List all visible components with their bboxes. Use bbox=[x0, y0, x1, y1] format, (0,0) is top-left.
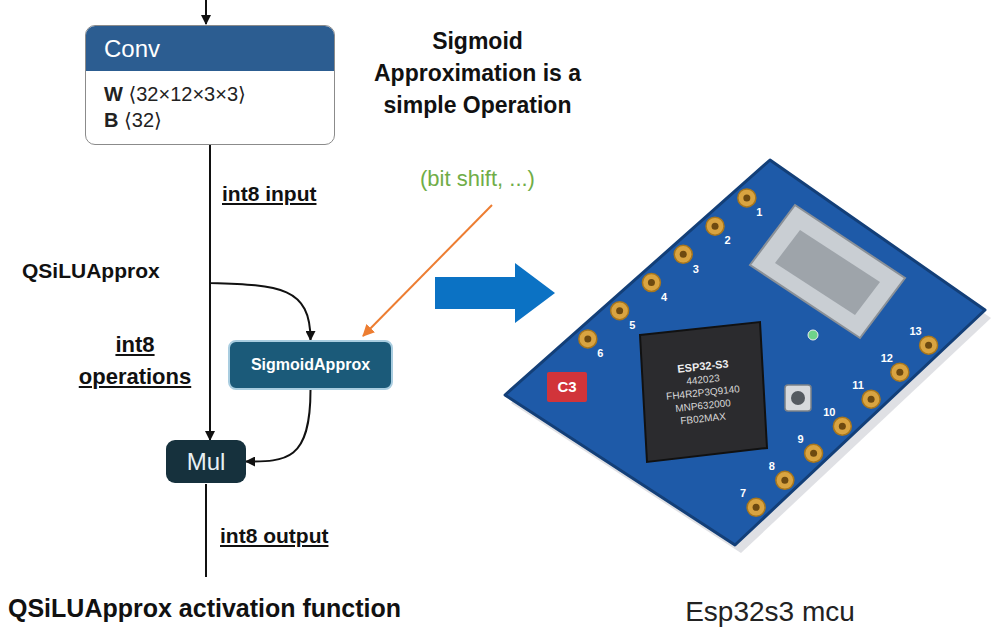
pin-hole bbox=[648, 279, 655, 286]
callout-leader bbox=[363, 205, 492, 336]
connector bbox=[210, 145, 311, 340]
led bbox=[808, 330, 818, 340]
block-arrow bbox=[435, 263, 555, 323]
pin-number: 5 bbox=[621, 318, 643, 332]
pin-number: 4 bbox=[653, 290, 675, 304]
pin-pad bbox=[920, 336, 938, 354]
edge-label: int8 input bbox=[222, 182, 316, 206]
mcu-chip bbox=[640, 322, 767, 462]
usb-opening bbox=[775, 230, 880, 315]
pin-hole bbox=[781, 477, 788, 484]
pin-number: 8 bbox=[761, 459, 783, 473]
board-pcb bbox=[505, 160, 985, 545]
caption: QSiLUApprox activation function bbox=[8, 594, 401, 623]
pin-hole bbox=[680, 251, 687, 258]
pin-pad bbox=[611, 302, 629, 320]
pin-number: 10 bbox=[818, 405, 840, 419]
pin-hole bbox=[839, 423, 846, 430]
button bbox=[785, 385, 811, 411]
pin-pad bbox=[833, 417, 851, 435]
pin-pad bbox=[747, 498, 765, 516]
pin-number: 7 bbox=[732, 486, 754, 500]
signal-label: int8 output bbox=[220, 524, 328, 548]
pin-pad bbox=[642, 274, 660, 292]
conv-title: Conv bbox=[86, 26, 334, 71]
pin-hole bbox=[616, 307, 623, 314]
group-title: QSiLUApprox bbox=[22, 259, 160, 283]
connector bbox=[246, 390, 311, 462]
pin-number: 2 bbox=[717, 233, 739, 247]
usb-connector bbox=[750, 205, 905, 338]
callout-note: (bit shift, ...) bbox=[362, 166, 593, 192]
mul-node: Mul bbox=[166, 440, 246, 483]
component-marking: C3 bbox=[547, 372, 587, 402]
pin-number: 6 bbox=[589, 346, 611, 360]
pin-hole bbox=[743, 194, 750, 201]
pin-hole bbox=[712, 223, 719, 230]
mul-label: Mul bbox=[187, 448, 226, 476]
pin-number: 13 bbox=[905, 324, 927, 338]
conv-param: B ⟨32⟩ bbox=[86, 107, 334, 133]
pin-number: 12 bbox=[876, 351, 898, 365]
pin-hole bbox=[753, 504, 760, 511]
pin-number: 1 bbox=[748, 205, 770, 219]
pin-pad bbox=[891, 363, 909, 381]
callout-note: Sigmoid Approximation is a simple Operat… bbox=[370, 25, 585, 122]
pin-hole bbox=[868, 396, 875, 403]
output-line bbox=[205, 484, 207, 577]
pin-number: 3 bbox=[685, 262, 707, 276]
pin-hole bbox=[810, 450, 817, 457]
conv-param: W ⟨32×12×3×3⟩ bbox=[86, 81, 334, 107]
board-node: Esp32s3 mcu bbox=[555, 150, 985, 630]
input-line bbox=[205, 0, 207, 24]
sig-node: SigmoidApprox bbox=[228, 340, 393, 390]
group-node: QSiLUApprox int8 operations SigmoidApproxM… bbox=[15, 247, 398, 498]
pin-pad bbox=[706, 217, 724, 235]
sig-label: SigmoidApprox bbox=[251, 356, 370, 374]
pin-pad bbox=[776, 471, 794, 489]
pin-hole bbox=[584, 335, 591, 342]
pin-pad bbox=[579, 330, 597, 348]
pin-pad bbox=[738, 189, 756, 207]
button-cap bbox=[791, 391, 805, 405]
board-illustration bbox=[555, 150, 985, 630]
pin-pad bbox=[862, 390, 880, 408]
c3-component bbox=[547, 372, 587, 402]
pin-hole bbox=[896, 369, 903, 376]
conv-node: Conv W ⟨32×12×3×3⟩B ⟨32⟩ bbox=[85, 25, 335, 145]
group-note: int8 operations bbox=[70, 329, 200, 393]
pin-pad bbox=[674, 245, 692, 263]
pin-number: 11 bbox=[847, 378, 869, 392]
pin-number: 9 bbox=[790, 432, 812, 446]
pin-hole bbox=[925, 342, 932, 349]
pin-pad bbox=[805, 444, 823, 462]
board-caption: Esp32s3 mcu bbox=[555, 594, 985, 630]
